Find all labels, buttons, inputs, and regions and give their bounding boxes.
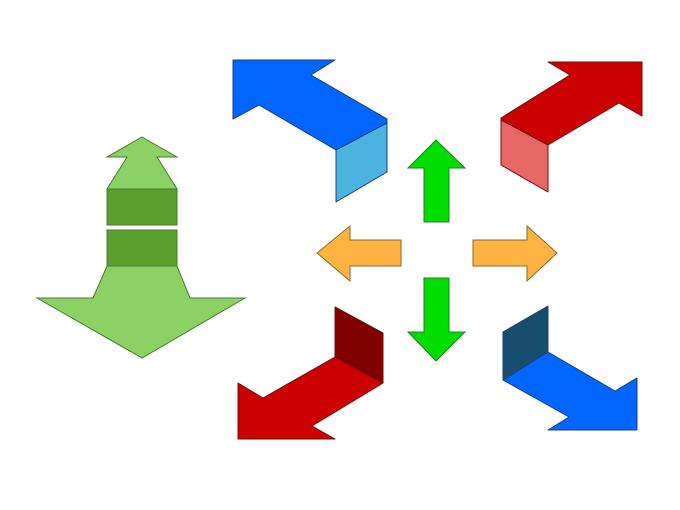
- green-block-lower: [106, 229, 178, 267]
- green-block-upper: [106, 188, 178, 226]
- blue-down-right-arrow: [502, 305, 638, 431]
- front-face: [237, 356, 384, 440]
- side-face: [500, 119, 549, 193]
- green-down-arrowhead: [35, 265, 247, 359]
- green-down-arrow: [406, 277, 467, 362]
- blue-up-left-arrow: [232, 59, 388, 203]
- red-up-right-arrow: [500, 61, 643, 193]
- green-up-arrow: [406, 139, 467, 223]
- orange-left-arrow: [316, 224, 402, 283]
- big-green-arrow: [35, 136, 247, 359]
- orange-right-arrow: [472, 224, 558, 283]
- side-face: [335, 122, 388, 203]
- red-down-left-arrow: [237, 306, 384, 440]
- green-up-arrowhead: [105, 136, 179, 190]
- front-face: [502, 351, 638, 431]
